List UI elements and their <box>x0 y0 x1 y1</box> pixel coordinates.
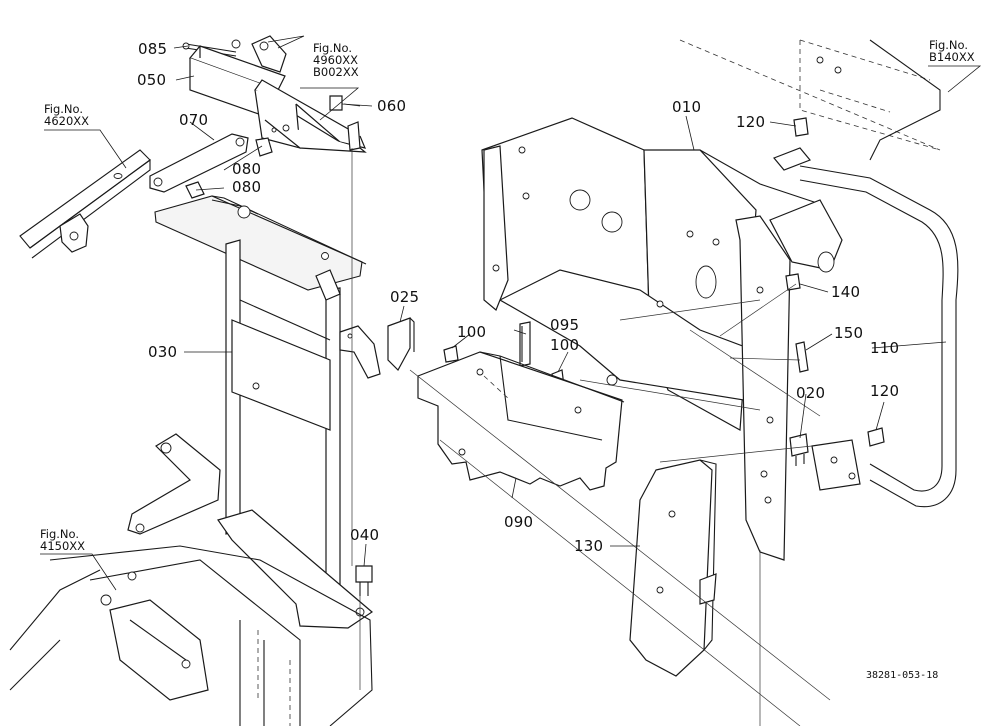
fig-ref-B140-line1: Fig.No. <box>929 38 969 52</box>
handle-bar-110 <box>773 147 959 508</box>
fig-ref-4960-line3: B002XX <box>313 65 359 80</box>
part-label-030: 030 <box>148 343 178 361</box>
part-label-100-right: 100 <box>550 336 580 354</box>
fig-ref-4960-line2: 4960XX <box>313 53 359 68</box>
part-label-070: 070 <box>179 111 209 129</box>
part-label-120-top: 120 <box>736 113 766 131</box>
bolt-120-top <box>793 117 809 137</box>
leader-lines <box>40 45 982 591</box>
part-label-140: 140 <box>831 283 861 301</box>
rail-bracket-left <box>19 149 151 259</box>
part-label-100-left: 100 <box>457 323 487 341</box>
bolt-100-left <box>443 345 459 363</box>
pin-150 <box>795 341 809 373</box>
fig-ref-4960-line1: Fig.No. <box>313 41 353 55</box>
fig-ref-B140-line2: B140XX <box>929 50 975 65</box>
part-label-010: 010 <box>672 98 702 116</box>
cover-130 <box>629 459 717 677</box>
fig-ref-4960: Fig.No. 4960XX B002XX <box>313 42 359 78</box>
part-label-025: 025 <box>390 288 420 306</box>
top-bracket-050 <box>182 35 367 153</box>
top-right-frame <box>679 39 941 161</box>
fig-ref-4150-line2: 4150XX <box>40 539 86 554</box>
column-bracket-030 <box>127 195 381 629</box>
part-label-085: 085 <box>138 40 168 58</box>
part-label-095: 095 <box>550 316 580 334</box>
part-label-020: 020 <box>796 384 826 402</box>
part-label-080-lower: 080 <box>232 178 262 196</box>
bracket-090 <box>417 351 625 491</box>
part-label-040: 040 <box>350 526 380 544</box>
drawing-code: 38281-053-18 <box>866 670 939 681</box>
fig-ref-4150-line1: Fig.No. <box>40 527 80 541</box>
nut-080 <box>185 137 273 199</box>
part-label-090: 090 <box>504 513 534 531</box>
bolt-020 <box>789 433 809 466</box>
fig-ref-B140: Fig.No. B140XX <box>929 39 975 63</box>
link-070 <box>149 133 249 193</box>
part-label-060: 060 <box>377 97 407 115</box>
fig-ref-4620: Fig.No. 4620XX <box>44 103 89 127</box>
projection-lines <box>351 148 831 726</box>
plate-095 <box>519 321 531 367</box>
part-label-130: 130 <box>574 537 604 555</box>
part-label-120-right: 120 <box>870 382 900 400</box>
bolt-120-right <box>867 427 885 447</box>
bolt-060 <box>329 95 373 111</box>
part-label-150: 150 <box>834 324 864 342</box>
transmission-housing <box>9 545 373 726</box>
spacer-025 <box>387 317 415 371</box>
fig-ref-4150: Fig.No. 4150XX <box>40 528 85 552</box>
main-frame-010 <box>481 117 843 561</box>
bolt-140 <box>785 273 801 291</box>
fig-ref-4620-line2: 4620XX <box>44 114 90 129</box>
part-label-110: 110 <box>870 339 900 357</box>
part-label-050: 050 <box>137 71 167 89</box>
fig-ref-4620-line1: Fig.No. <box>44 102 84 116</box>
part-label-080-upper: 080 <box>232 160 262 178</box>
bolt-040 <box>355 565 373 596</box>
